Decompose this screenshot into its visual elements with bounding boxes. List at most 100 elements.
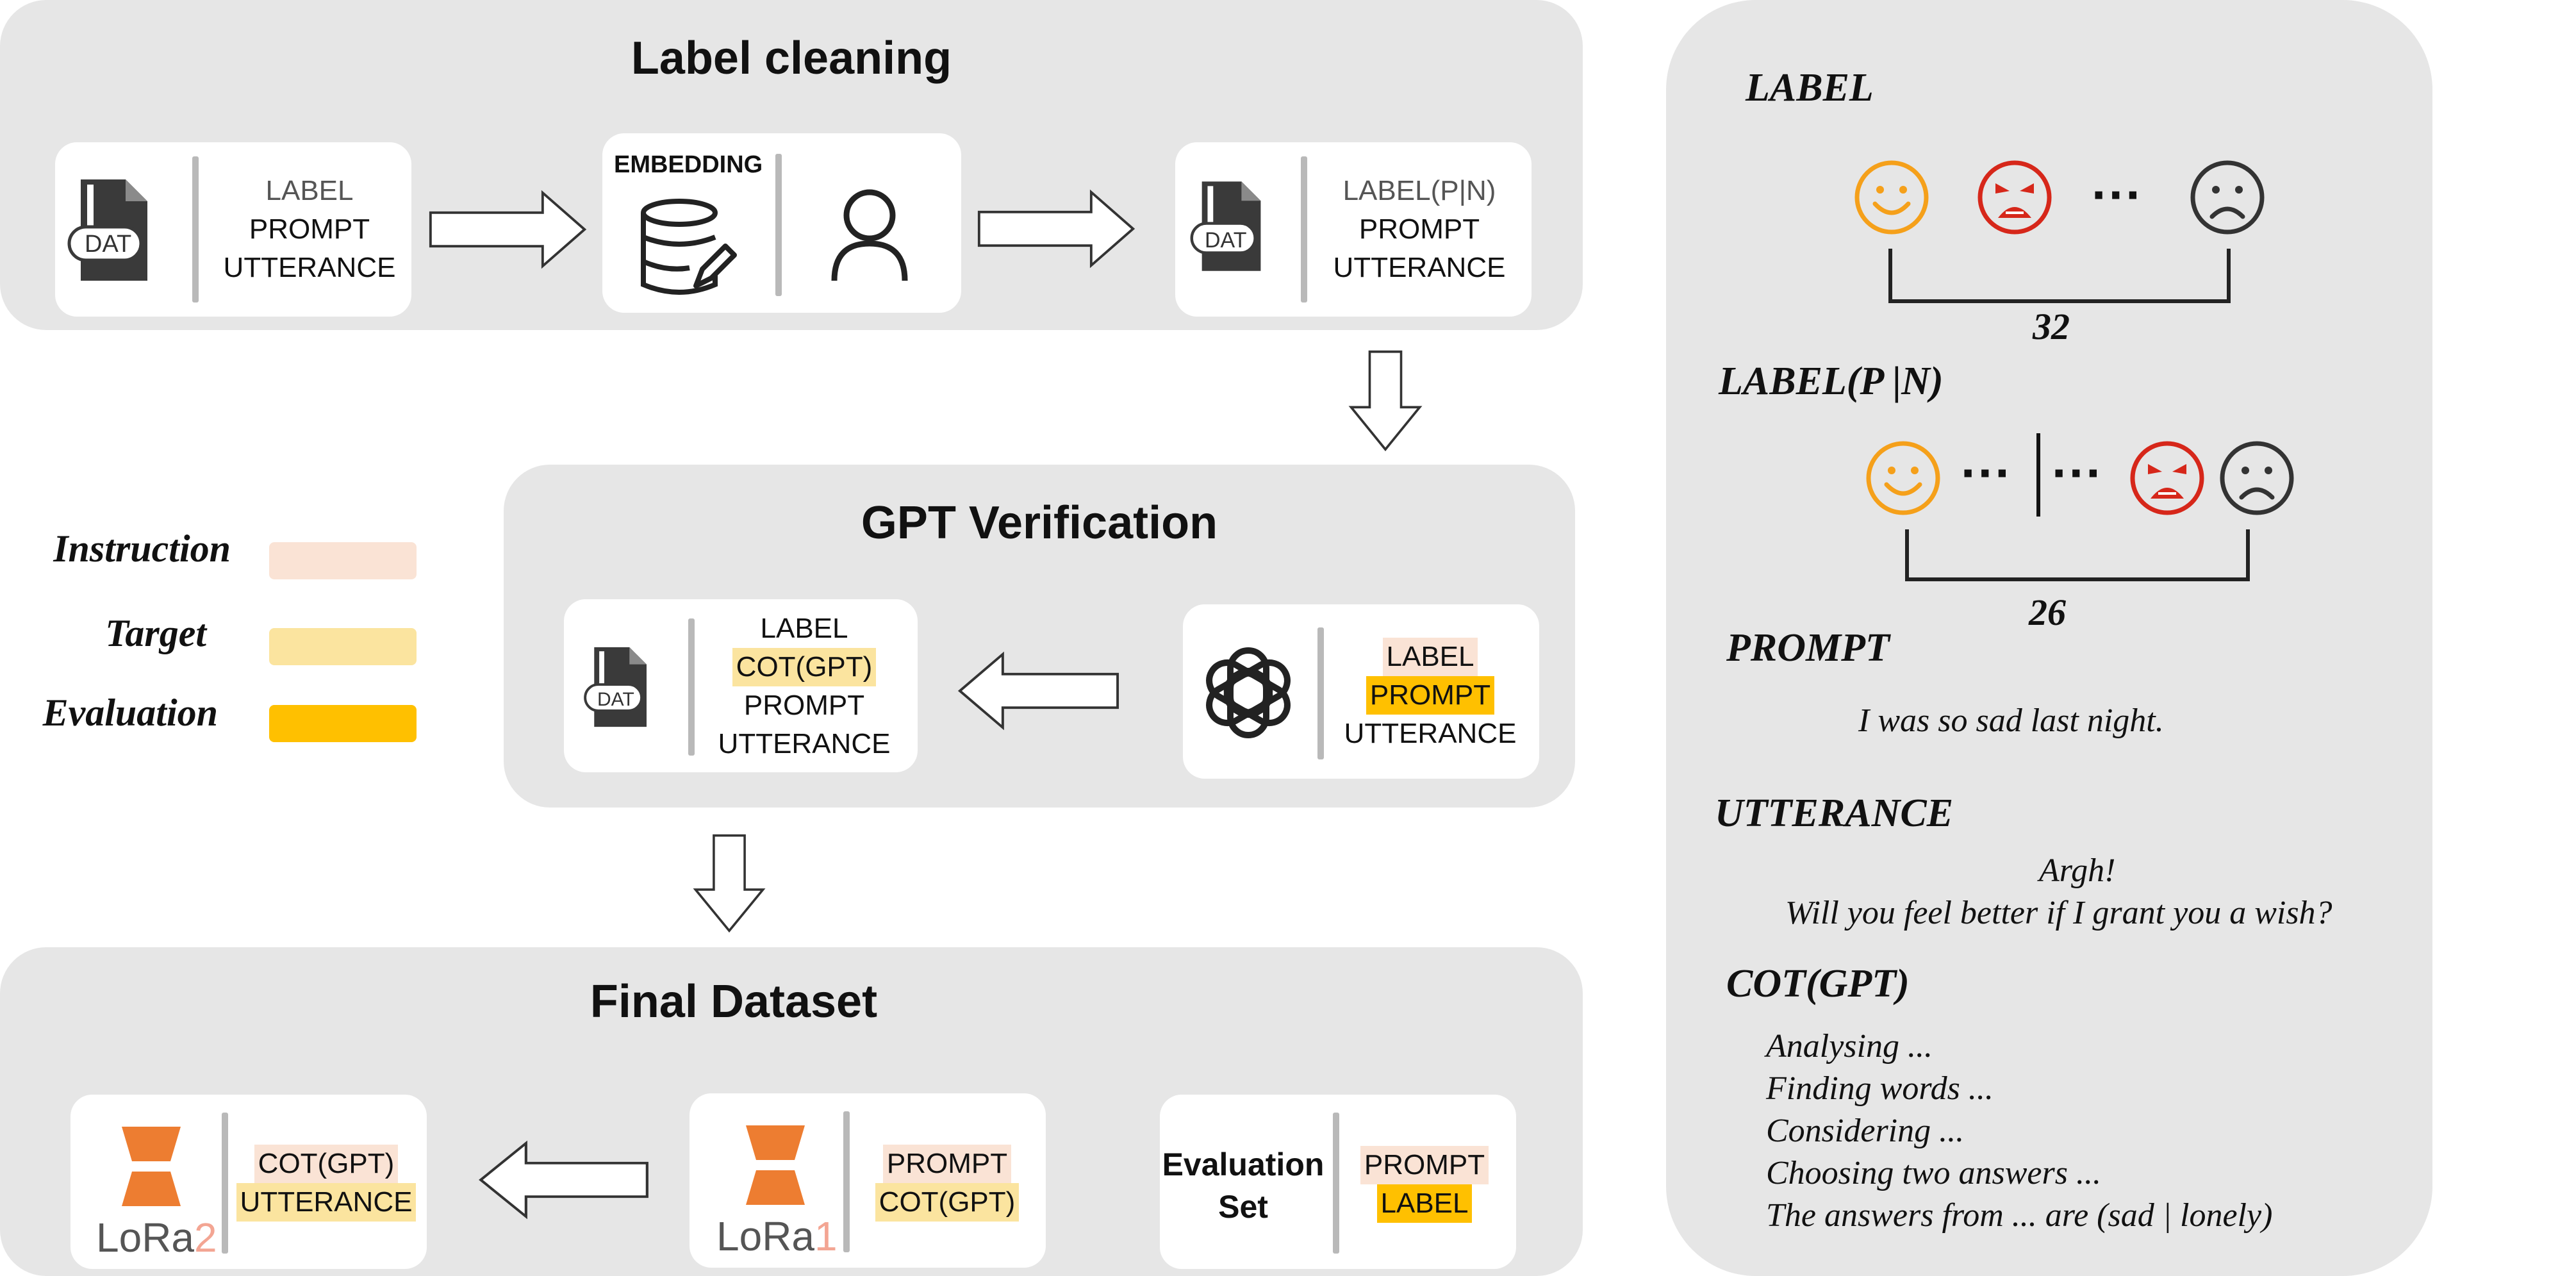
label-bracket: [1888, 249, 2231, 303]
lora2-card: LoRa2 COT(GPT) UTTERANCE: [70, 1095, 427, 1269]
divider: [775, 154, 782, 296]
cot-step: The answers from ... are (sad | lonely): [1766, 1197, 2273, 1234]
field-prompt: PROMPT: [1360, 1146, 1489, 1184]
gpt-verification-title: GPT Verification: [861, 497, 1218, 549]
label-count: 32: [2033, 306, 2070, 347]
lora-icon: [113, 1122, 190, 1211]
legend-instruction-label: Instruction: [53, 527, 231, 570]
emoji-ellipsis: ···: [2052, 444, 2103, 501]
lora2-fields: COT(GPT) UTTERANCE: [236, 1145, 417, 1222]
cot-steps: Analysing ... Finding words ... Consider…: [1766, 1025, 2272, 1237]
legend-evaluation-label: Evaluation: [42, 692, 218, 734]
cot-step: Analysing ...: [1766, 1028, 1933, 1065]
field-label: LABEL: [760, 613, 848, 644]
divider: [222, 1113, 228, 1254]
field-prompt: PROMPT: [1366, 676, 1495, 715]
sad-emoji-icon: [2218, 440, 2295, 517]
label-cleaning-panel: Label cleaning DAT LABEL PROMPT UTTERANC…: [0, 0, 1583, 330]
utterance-line-1: Argh!: [2039, 852, 2116, 889]
field-prompt: PROMPT: [743, 690, 865, 721]
right-arrow-icon: [428, 189, 588, 270]
utterance-heading: UTTERANCE: [1715, 791, 1954, 835]
legend-target-label: Target: [105, 612, 206, 654]
label-heading: LABEL: [1746, 66, 1874, 110]
field-label: LABEL: [1382, 638, 1478, 676]
label-pn-bracket: [1905, 529, 2250, 581]
cot-step: Choosing two answers ...: [1766, 1155, 2101, 1191]
divider: [1317, 627, 1324, 759]
lora1-label: LoRa1: [716, 1213, 838, 1259]
gpt-verification-panel: GPT Verification DAT LABEL COT(GPT) PROM…: [504, 465, 1575, 808]
label-cleaning-title: Label cleaning: [631, 33, 952, 84]
openai-icon: [1206, 647, 1291, 738]
legend-target-swatch: [269, 628, 417, 665]
divider: [688, 618, 695, 756]
field-utterance: UTTERANCE: [1333, 252, 1506, 283]
field-utterance: UTTERANCE: [236, 1183, 417, 1222]
dat-file-icon-label: DAT: [597, 689, 634, 710]
field-label-pn: LABEL(P|N): [1342, 175, 1496, 206]
down-arrow-icon: [1348, 349, 1423, 452]
lora2-label: LoRa2: [96, 1214, 217, 1261]
dat-file-icon: [583, 644, 654, 730]
evaluation-set-card: Evaluation Set PROMPT LABEL: [1160, 1095, 1516, 1269]
final-dataset-title: Final Dataset: [590, 976, 878, 1027]
divider: [1333, 1113, 1339, 1254]
legend-evaluation-swatch: [269, 705, 417, 742]
embedding-card: EMBEDDING: [602, 133, 961, 313]
field-prompt: PROMPT: [1358, 213, 1480, 245]
lora1-card: LoRa1 PROMPT COT(GPT): [689, 1093, 1046, 1268]
field-cot-gpt: COT(GPT): [875, 1183, 1020, 1222]
dat-file-icon-label: DAT: [85, 231, 132, 258]
label-pn-heading: LABEL(P |N): [1719, 360, 1944, 403]
gpt-input-fields: LABEL PROMPT UTTERANCE: [1334, 638, 1526, 753]
field-prompt: PROMPT: [249, 213, 370, 245]
field-label: LABEL: [1376, 1184, 1473, 1223]
example-panel: LABEL ··· 32 LABEL(P |N) ··· ··· 26 PROM…: [1666, 0, 2432, 1276]
angry-emoji-icon: [1976, 159, 2053, 236]
field-utterance: UTTERANCE: [223, 252, 396, 283]
field-utterance: UTTERANCE: [1344, 718, 1517, 749]
left-arrow-icon: [477, 1139, 650, 1220]
legend-instruction-swatch: [269, 542, 417, 579]
emoji-ellipsis: ···: [1961, 444, 2012, 501]
divider: [1301, 156, 1307, 302]
cleaned-data-card: DAT LABEL(P|N) PROMPT UTTERANCE: [1175, 142, 1532, 317]
cot-step: Finding words ...: [1766, 1070, 1994, 1107]
embedding-caption: EMBEDDING: [614, 151, 763, 178]
user-icon: [831, 189, 908, 281]
verified-data-card: DAT LABEL COT(GPT) PROMPT UTTERANCE: [564, 599, 918, 772]
field-prompt: PROMPT: [882, 1145, 1012, 1183]
verified-data-fields: LABEL COT(GPT) PROMPT UTTERANCE: [705, 609, 904, 763]
dat-file-icon: [1189, 178, 1269, 274]
field-cot-gpt: COT(GPT): [254, 1145, 399, 1183]
raw-data-fields: LABEL PROMPT UTTERANCE: [217, 172, 402, 287]
happy-emoji-icon: [1853, 159, 1930, 236]
field-cot-gpt: COT(GPT): [732, 648, 877, 686]
prompt-example: I was so sad last night.: [1858, 702, 2164, 739]
cot-heading: COT(GPT): [1726, 962, 1910, 1006]
evaluation-set-title: Evaluation Set: [1162, 1147, 1325, 1225]
evaluation-set-fields: PROMPT LABEL: [1352, 1146, 1497, 1223]
divider: [843, 1111, 850, 1252]
database-edit-icon: [641, 199, 737, 295]
label-pn-count: 26: [2029, 592, 2066, 633]
cleaned-data-fields: LABEL(P|N) PROMPT UTTERANCE: [1320, 172, 1519, 287]
divider: [192, 156, 199, 302]
field-label: LABEL: [265, 175, 354, 206]
sad-emoji-icon: [2189, 159, 2266, 236]
utterance-line-2: Will you feel better if I grant you a wi…: [1785, 895, 2332, 931]
lora1-fields: PROMPT COT(GPT): [861, 1145, 1033, 1222]
left-arrow-icon: [956, 650, 1120, 731]
final-dataset-panel: Final Dataset LoRa2 COT(GPT) UTTERANCE L…: [0, 947, 1583, 1276]
lora-icon: [737, 1120, 814, 1210]
polarity-divider: [2036, 433, 2040, 517]
field-utterance: UTTERANCE: [718, 728, 891, 759]
angry-emoji-icon: [2129, 440, 2206, 517]
right-arrow-icon: [977, 188, 1137, 269]
down-arrow-icon: [692, 833, 766, 933]
prompt-heading: PROMPT: [1726, 626, 1890, 670]
emoji-ellipsis: ···: [2092, 166, 2143, 223]
raw-data-card: DAT LABEL PROMPT UTTERANCE: [55, 142, 411, 317]
gpt-input-card: LABEL PROMPT UTTERANCE: [1183, 604, 1539, 779]
